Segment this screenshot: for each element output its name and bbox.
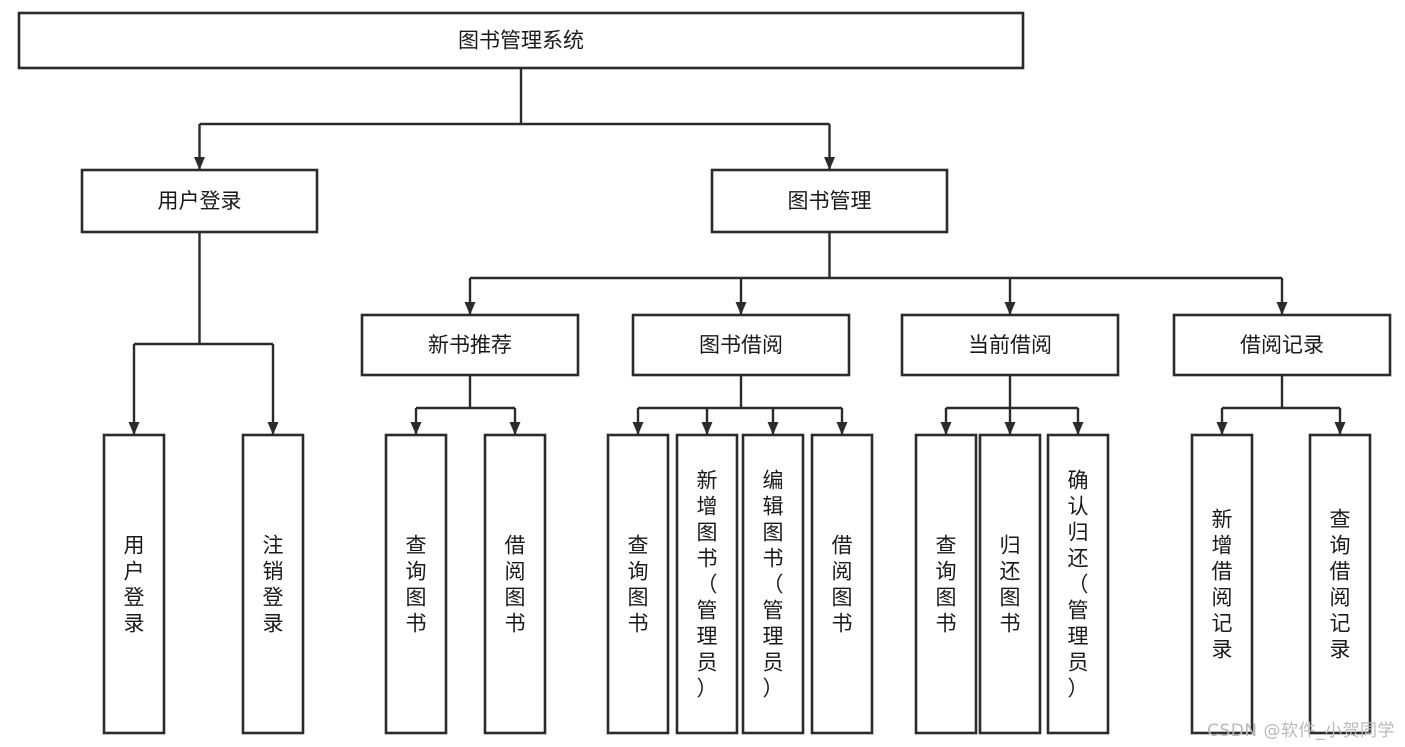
node-l-add-record[interactable]: 新增借阅记录: [1190, 433, 1254, 735]
node-box: [978, 433, 1042, 735]
arrow-head-icon: [701, 422, 713, 435]
arrow-head-icon: [194, 157, 205, 170]
node-l-add-book[interactable]: 新增图书（管理员）: [675, 433, 739, 735]
node-box: [1190, 433, 1254, 735]
arrow-head-icon: [1004, 422, 1016, 435]
edge-group-n-user-login: [128, 232, 279, 435]
node-l-confirm-return[interactable]: 确认归还（管理员）: [1046, 433, 1110, 735]
node-label: 查询图书: [406, 533, 427, 635]
arrow-head-icon: [836, 422, 848, 435]
node-n-borrow-record[interactable]: 借阅记录: [1172, 313, 1392, 377]
node-box: [741, 433, 805, 735]
node-label: 编辑图书（管理员）: [763, 468, 784, 700]
node-l-query-book-3[interactable]: 查询图书: [914, 433, 978, 735]
node-l-return-book[interactable]: 归还图书: [978, 433, 1042, 735]
node-l-borrow-book-2[interactable]: 借阅图书: [810, 433, 874, 735]
node-label: 查询借阅记录: [1330, 507, 1351, 661]
edge-group-root: [194, 68, 835, 170]
node-box: [17, 11, 1025, 70]
node-l-query-record[interactable]: 查询借阅记录: [1308, 433, 1372, 735]
arrow-head-icon: [464, 302, 476, 315]
node-label: 确认归还（管理员）: [1068, 468, 1089, 700]
node-box: [1308, 433, 1372, 735]
arrow-head-icon: [1072, 422, 1084, 435]
node-n-book-borrow[interactable]: 图书借阅: [631, 313, 851, 377]
node-box: [80, 168, 319, 234]
node-box: [241, 433, 305, 735]
node-l-borrow-book-1[interactable]: 借阅图书: [483, 433, 547, 735]
node-box: [900, 313, 1120, 377]
arrow-head-icon: [1216, 422, 1228, 435]
csdn-watermark: CSDN @软件_小贺同学: [1207, 721, 1395, 741]
node-box: [384, 433, 448, 735]
arrow-head-icon: [735, 302, 747, 315]
arrow-head-icon: [267, 422, 279, 435]
node-box: [1172, 313, 1392, 377]
arrow-head-icon: [940, 422, 952, 435]
node-l-user-login[interactable]: 用户登录: [102, 433, 166, 735]
arrow-head-icon: [1004, 302, 1016, 315]
arrow-head-icon: [824, 157, 835, 170]
node-label: 借阅记录: [1240, 333, 1324, 357]
edge-group-n-book-borrow: [632, 375, 848, 435]
node-box: [631, 313, 851, 377]
arrow-head-icon: [1276, 302, 1288, 315]
edge-group-n-book-mgmt: [464, 232, 1288, 315]
node-label: 新书推荐: [428, 333, 512, 357]
node-box: [675, 433, 739, 735]
node-box: [810, 433, 874, 735]
node-layer: 图书管理系统用户登录图书管理新书推荐图书借阅当前借阅借阅记录用户登录注销登录查询…: [17, 11, 1392, 735]
edge-group-n-new-book-rec: [410, 375, 521, 435]
node-n-book-mgmt[interactable]: 图书管理: [710, 168, 949, 234]
node-label: 图书管理: [788, 189, 872, 213]
node-label: 借阅图书: [505, 533, 526, 635]
arrow-head-icon: [509, 422, 521, 435]
edge-group-n-current-borrow: [940, 375, 1084, 435]
node-label: 查询图书: [628, 533, 649, 635]
node-box: [914, 433, 978, 735]
arrow-head-icon: [1334, 422, 1346, 435]
node-root[interactable]: 图书管理系统: [17, 11, 1025, 70]
connector-layer: [128, 68, 1346, 435]
node-box: [1046, 433, 1110, 735]
node-label: 用户登录: [158, 189, 242, 213]
node-l-logout[interactable]: 注销登录: [241, 433, 305, 735]
node-label: 当前借阅: [968, 333, 1052, 357]
arrow-head-icon: [410, 422, 422, 435]
node-box: [606, 433, 670, 735]
node-label: 归还图书: [1000, 533, 1021, 635]
node-box: [102, 433, 166, 735]
arrow-head-icon: [632, 422, 644, 435]
node-label: 新增借阅记录: [1212, 507, 1233, 661]
node-label: 查询图书: [936, 533, 957, 635]
node-label: 用户登录: [124, 533, 145, 635]
node-box: [360, 313, 580, 377]
node-label: 注销登录: [263, 533, 284, 635]
node-label: 借阅图书: [832, 533, 853, 635]
node-box: [710, 168, 949, 234]
node-label: 图书借阅: [699, 333, 783, 357]
arrow-head-icon: [767, 422, 779, 435]
edge-group-n-borrow-record: [1216, 375, 1346, 435]
node-l-edit-book[interactable]: 编辑图书（管理员）: [741, 433, 805, 735]
node-label: 图书管理系统: [458, 29, 584, 53]
node-label: 新增图书（管理员）: [697, 468, 718, 700]
node-n-new-book-rec[interactable]: 新书推荐: [360, 313, 580, 377]
node-n-user-login[interactable]: 用户登录: [80, 168, 319, 234]
node-box: [483, 433, 547, 735]
node-l-query-book-2[interactable]: 查询图书: [606, 433, 670, 735]
arrow-head-icon: [128, 422, 140, 435]
node-l-query-book-1[interactable]: 查询图书: [384, 433, 448, 735]
node-n-current-borrow[interactable]: 当前借阅: [900, 313, 1120, 377]
